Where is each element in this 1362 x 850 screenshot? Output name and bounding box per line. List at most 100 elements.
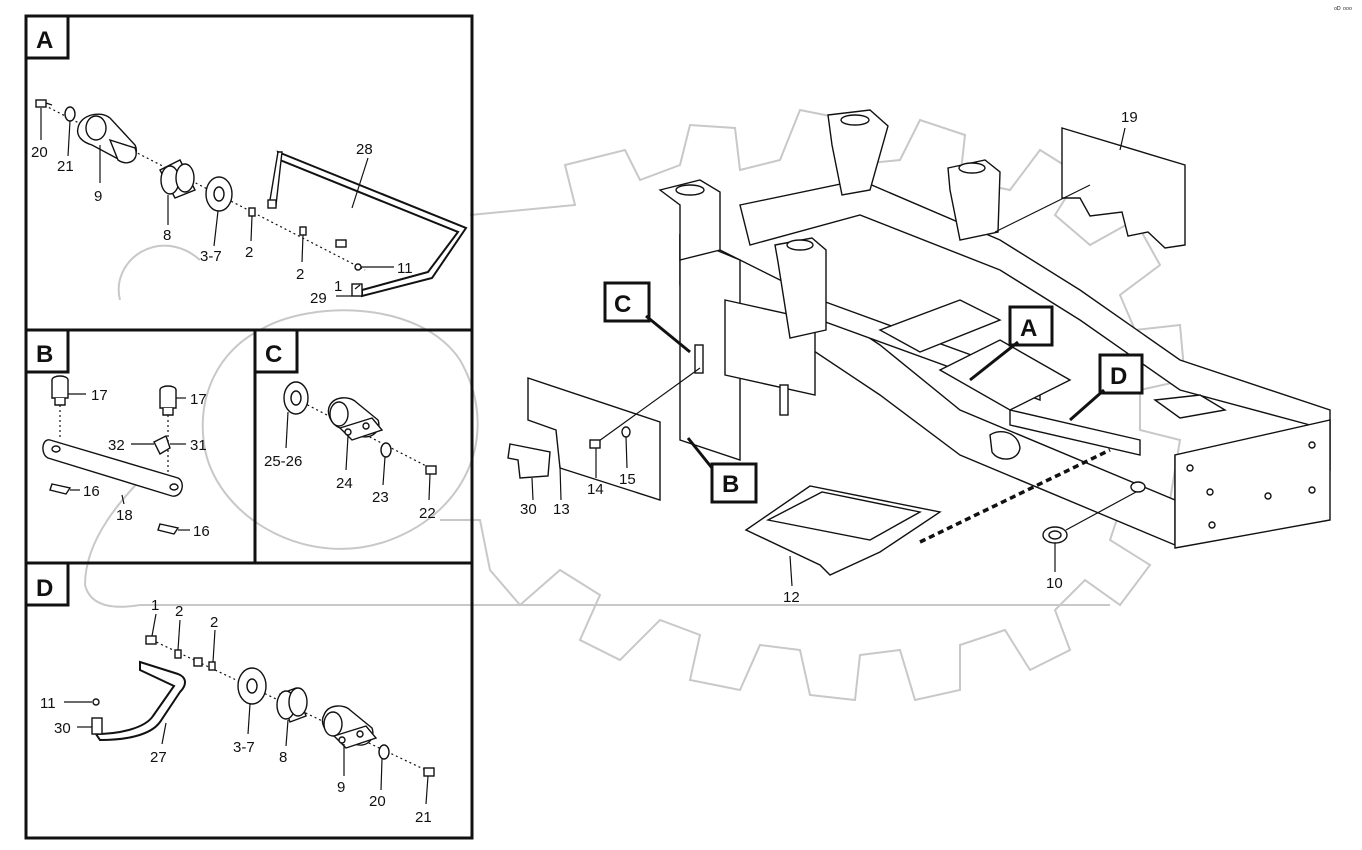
callout-a-2-upper: 2	[245, 244, 253, 261]
callout-main-12: 12	[783, 589, 800, 606]
view-marker-c: C	[603, 281, 691, 354]
clevis-pin-24	[327, 397, 384, 441]
shim-washer-3-7	[237, 667, 267, 705]
cotter-pin-16-right	[157, 523, 180, 535]
callout-a-21: 21	[57, 158, 74, 175]
callout-d-27: 27	[150, 749, 167, 766]
callout-a-8: 8	[163, 227, 171, 244]
washer-20	[378, 744, 390, 760]
mount-tower-1	[658, 179, 721, 261]
callout-main-19: 19	[1121, 109, 1138, 126]
callout-c-25-26: 25-26	[264, 453, 302, 470]
callout-d-1: 1	[151, 597, 159, 614]
callout-b-17-right: 17	[190, 391, 207, 408]
detail-panel-a: A	[24, 14, 474, 332]
stud-29	[351, 283, 363, 297]
fitting-32	[153, 435, 171, 455]
panel-a-letter: A	[36, 27, 53, 54]
cross-member-4	[1009, 409, 1141, 456]
callout-d-2-left: 2	[175, 603, 183, 620]
nut-2-b	[193, 657, 203, 667]
end-plate-holes	[1186, 441, 1316, 529]
callout-d-9: 9	[337, 779, 345, 796]
bolt-14	[589, 439, 601, 449]
bolt-near-2	[335, 239, 347, 248]
panel-a-tag	[24, 14, 70, 60]
pin-17-left	[51, 375, 69, 406]
view-marker-d: D	[1069, 353, 1144, 422]
svg-text:B: B	[722, 471, 739, 498]
washer-23	[380, 442, 392, 458]
callout-a-28: 28	[356, 141, 373, 158]
bolt-11	[92, 698, 100, 706]
nut-2-c	[208, 661, 216, 671]
stud-30	[91, 717, 103, 735]
callout-b-16-right: 16	[193, 523, 210, 540]
nut-2-upper	[248, 207, 256, 217]
callout-d-3-7: 3-7	[233, 739, 255, 756]
nut-2-a	[174, 649, 182, 659]
cross-member-3	[938, 339, 1072, 411]
callout-b-17-left: 17	[91, 387, 108, 404]
frame-end-plate	[1174, 419, 1331, 549]
bolt-21	[423, 767, 435, 777]
callout-main-10: 10	[1046, 575, 1063, 592]
mount-tower-2	[827, 109, 889, 196]
panel-d-letter: D	[36, 575, 53, 602]
clevis-pin-9	[321, 705, 378, 749]
grommet-10	[1042, 526, 1068, 544]
svg-text:C: C	[614, 291, 631, 318]
detail-panel-d: D	[24, 561, 474, 840]
slot-plate	[779, 384, 789, 416]
callout-main-13: 13	[553, 501, 570, 518]
callout-d-21: 21	[415, 809, 432, 826]
callout-d-8: 8	[279, 749, 287, 766]
cover-plate-28-edge	[269, 151, 283, 207]
callout-main-15: 15	[619, 471, 636, 488]
bushing-8	[159, 159, 196, 199]
callout-main-30: 30	[520, 501, 537, 518]
cover-plate-19	[1061, 127, 1186, 249]
callout-b-32: 32	[108, 437, 125, 454]
callout-c-22: 22	[419, 505, 436, 522]
callout-a-11: 11	[397, 260, 413, 277]
bracket-27	[94, 660, 186, 742]
frame-front-plate	[679, 233, 741, 461]
detail-panel-c: C 25-26 24 23 22	[253, 328, 474, 565]
cover-plate-28	[276, 150, 468, 298]
mount-tower-4	[774, 237, 827, 339]
pin-9	[76, 113, 137, 164]
sub-frame-12-inner	[765, 491, 922, 541]
c-shaped-lug	[989, 431, 1021, 460]
pin-17-right	[159, 385, 177, 416]
panel-b-tag	[24, 328, 70, 374]
corner-watermark-text: ᵒᴰ ᵒᵒᵒ	[1334, 5, 1352, 14]
shim-washer-3-7	[205, 176, 233, 212]
cross-member-2	[878, 299, 1002, 353]
panel-b-letter: B	[36, 341, 53, 368]
washer-15	[621, 426, 631, 438]
callout-a-20: 20	[31, 144, 48, 161]
nut-2-lower	[299, 226, 307, 236]
front-slot	[694, 344, 704, 374]
callout-b-31: 31	[190, 437, 207, 454]
callout-b-18: 18	[116, 507, 133, 524]
main-frame-assembly: 19 30 13 14 15 12 10 C B A D	[507, 109, 1331, 606]
callout-a-9: 9	[94, 188, 102, 205]
bolt-20	[35, 99, 53, 108]
bushing-8	[276, 687, 308, 723]
dashed-assembly-line	[919, 448, 1111, 544]
callout-d-30: 30	[54, 720, 71, 737]
bolt-1	[145, 635, 157, 645]
rail-bracket	[1153, 394, 1227, 419]
panel-d-tag	[24, 561, 70, 607]
mount-tower-3	[947, 159, 1001, 241]
callout-a-1: 1	[334, 278, 342, 295]
view-marker-a: A	[969, 305, 1054, 382]
panel-d-frame	[24, 561, 474, 840]
callout-b-16-left: 16	[83, 483, 100, 500]
callout-a-3-7: 3-7	[200, 248, 222, 265]
callout-d-2-right: 2	[210, 614, 218, 631]
link-bar-18	[42, 439, 183, 497]
plate-fastener	[267, 199, 277, 209]
